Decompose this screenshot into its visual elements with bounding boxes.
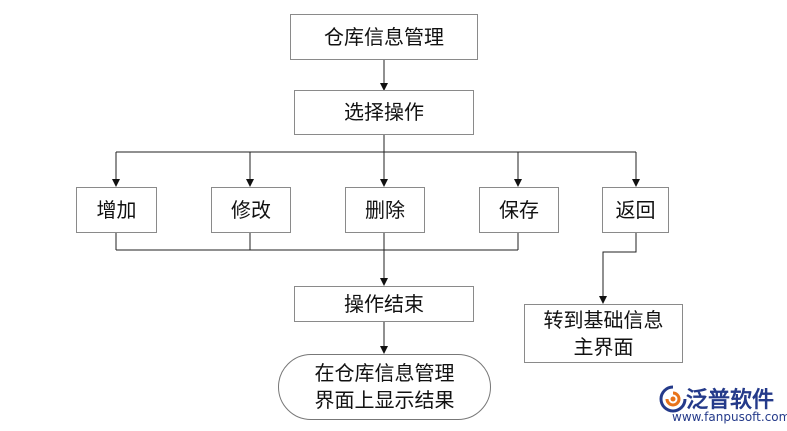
- watermark-logo: 泛普软件 www.fanpusoft.com: [658, 382, 787, 426]
- node-save: 保存: [479, 187, 559, 233]
- node-modify: 修改: [211, 187, 291, 233]
- result-line-2: 界面上显示结果: [314, 388, 455, 412]
- result-line-1: 在仓库信息管理: [314, 361, 455, 385]
- node-add: 增加: [76, 187, 157, 233]
- node-warehouse-info-mgmt: 仓库信息管理: [290, 14, 478, 60]
- edge-back-to-goto: [599, 233, 637, 304]
- node-show-result-terminal: 在仓库信息管理 界面上显示结果: [278, 354, 491, 420]
- node-select-operation: 选择操作: [294, 90, 474, 135]
- goto-line-2: 主界面: [573, 334, 634, 359]
- node-back: 返回: [602, 187, 669, 233]
- node-delete: 删除: [345, 187, 425, 233]
- node-goto-basic-info-main: 转到基础信息 主界面: [524, 304, 683, 363]
- node-operation-end: 操作结束: [294, 286, 474, 322]
- watermark-url: www.fanpusoft.com: [672, 410, 787, 424]
- fanpu-logo-icon: [659, 385, 687, 413]
- watermark-name: 泛普软件: [686, 388, 775, 413]
- goto-line-1: 转到基础信息: [543, 307, 664, 332]
